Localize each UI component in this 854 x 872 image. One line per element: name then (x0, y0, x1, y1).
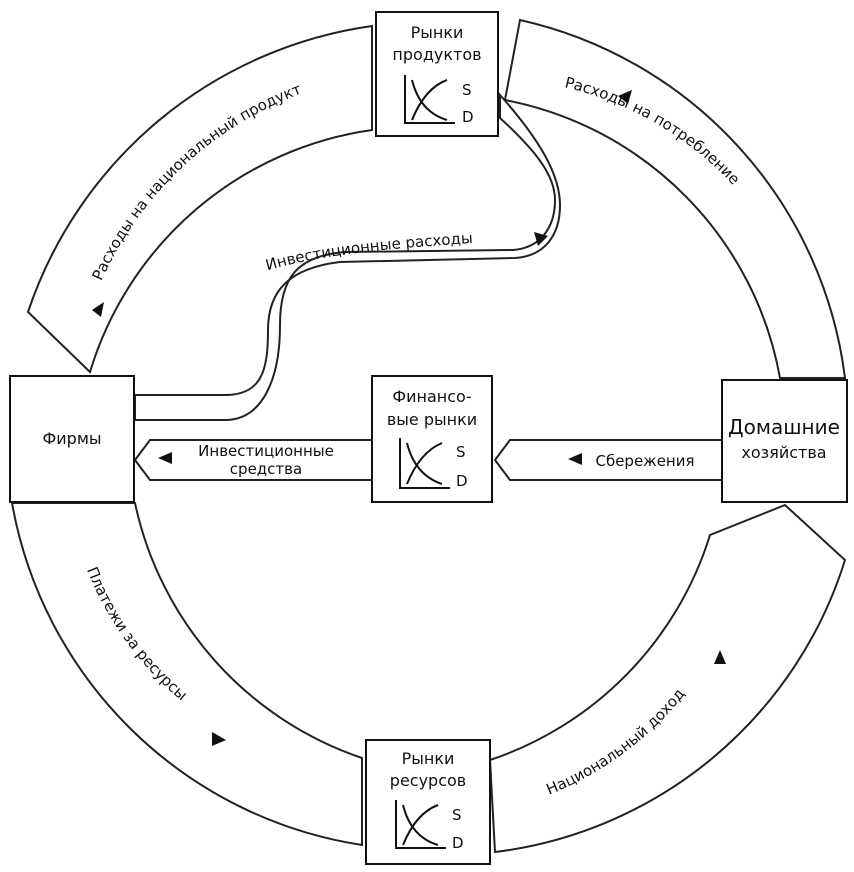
arrow-resource-payments (212, 732, 226, 746)
arrow-national-income (714, 650, 726, 664)
band-national-product-spending (26, 24, 373, 374)
savings-label: Сбережения (595, 452, 694, 470)
band-national-income (488, 503, 847, 854)
arrow-investment-funds (158, 452, 172, 464)
resource-markets-sd-icon: S D (395, 800, 464, 852)
firms-box (9, 375, 135, 503)
resource-markets-label-1: Рынки (402, 749, 455, 768)
resource-markets-box (365, 739, 491, 865)
arrow-investment-spending (534, 232, 548, 246)
svg-text:D: D (456, 472, 468, 490)
product-markets-sd-icon: S D (404, 75, 474, 126)
arrow-savings (568, 453, 582, 465)
financial-markets-label-1: Финансо- (392, 387, 471, 406)
svg-text:S: S (452, 806, 462, 824)
financial-markets-sd-icon: S D (399, 438, 468, 490)
investment-funds-label-1: Инвестиционные (198, 442, 334, 460)
households-label-2: хозяйства (741, 443, 826, 462)
firms-label: Фирмы (42, 429, 101, 448)
svg-text:S: S (456, 443, 466, 461)
arrow-consumption-spending (618, 90, 632, 104)
arrow-national-product-spending (92, 302, 104, 317)
band-resource-payments (10, 502, 363, 847)
households-label-1: Домашние (728, 415, 840, 439)
band-consumption-spending (503, 18, 847, 379)
resource-markets-label-2: ресурсов (390, 771, 466, 790)
band-investment-spending (134, 92, 562, 421)
households-box (721, 379, 848, 503)
svg-text:D: D (462, 108, 474, 126)
product-markets-label-2: продуктов (392, 45, 481, 64)
svg-text:D: D (452, 834, 464, 852)
financial-markets-label-2: вые рынки (387, 410, 477, 429)
product-markets-label-1: Рынки (411, 23, 464, 42)
svg-text:S: S (462, 81, 472, 99)
investment-funds-label-2: средства (230, 460, 302, 478)
financial-markets-box (371, 375, 493, 503)
